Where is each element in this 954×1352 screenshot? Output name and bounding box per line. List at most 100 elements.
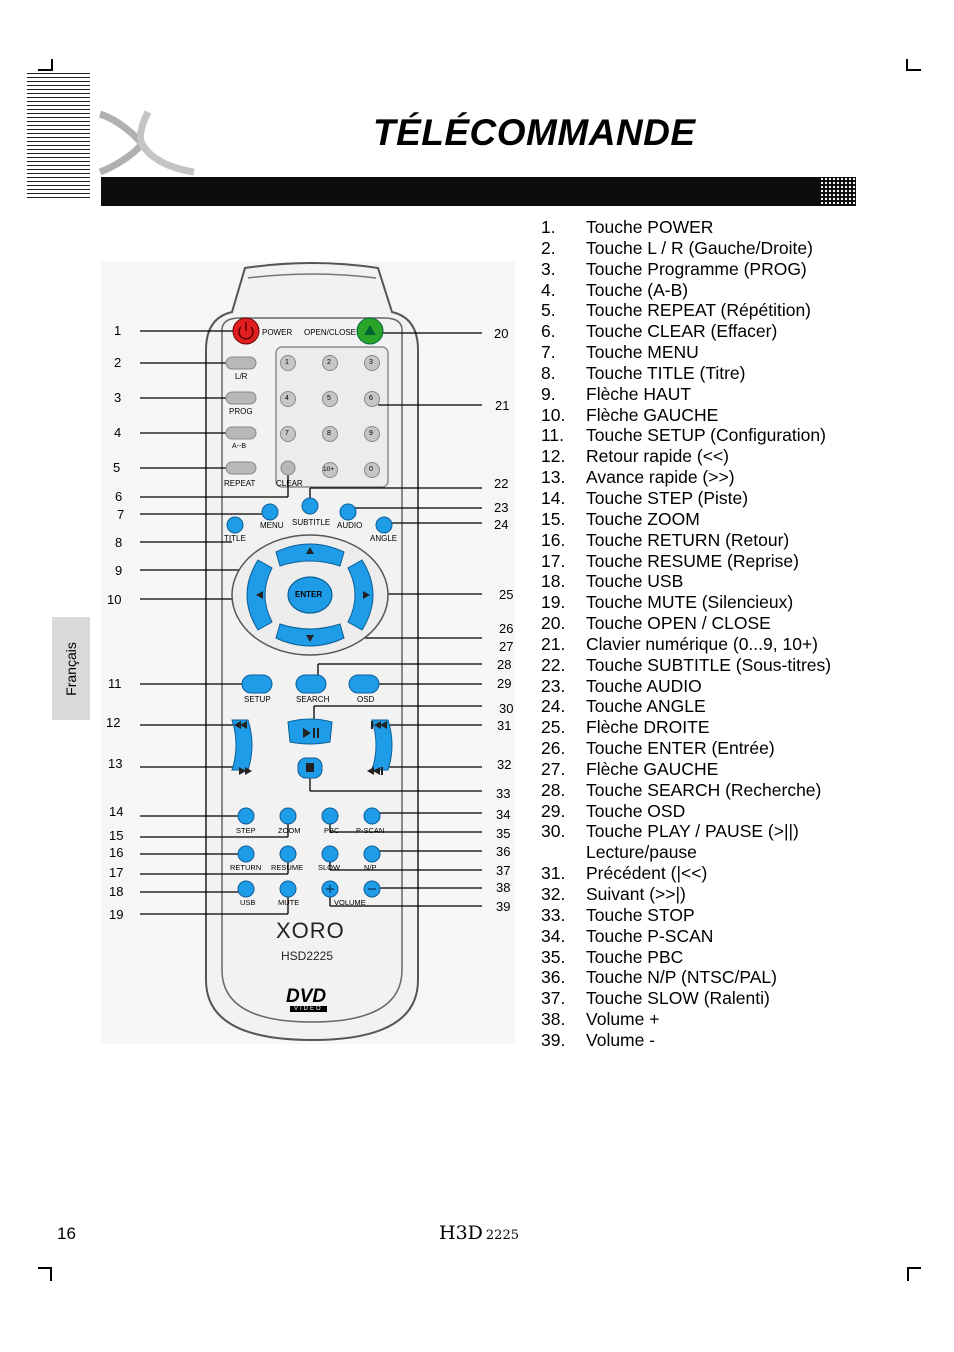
legend-item-number: 39.	[541, 1029, 566, 1050]
legend-item-label: Touche PLAY / PAUSE (>||)	[586, 821, 799, 842]
callout-1: 1	[114, 323, 122, 338]
legend-item: 11.Touche SETUP (Configuration)	[541, 425, 831, 446]
callout-22: 22	[494, 476, 509, 491]
callout-21: 21	[495, 398, 510, 413]
remote-label-setup: SETUP	[244, 695, 271, 704]
legend-item-label: Flèche DROITE	[586, 717, 710, 738]
callout-35: 35	[496, 826, 511, 841]
remote-label-clear: CLEAR	[276, 479, 303, 488]
remote-label-mute: MUTE	[278, 898, 300, 907]
remote-label-step: STEP	[236, 826, 256, 835]
legend-item-number: 32.	[541, 884, 566, 904]
callout-5: 5	[113, 460, 121, 475]
callout-23: 23	[494, 500, 509, 515]
legend-item: 22. Touche SUBTITLE (Sous-titres)	[541, 655, 831, 676]
callout-29: 29	[497, 676, 512, 691]
legend-item-number: 15.	[541, 508, 566, 529]
callout-16: 16	[109, 845, 124, 860]
legend-item-label: Flèche GAUCHE	[586, 758, 719, 779]
title-bar-dots	[820, 177, 856, 206]
remote-label-osd: OSD	[357, 695, 375, 704]
legend-item: 23.Touche AUDIO	[541, 676, 831, 697]
footer-model-number: 2225	[485, 1228, 519, 1243]
legend-item: 16. Touche RETURN (Retour)	[541, 530, 831, 551]
dvd-video-sub: VIDEO	[290, 1006, 327, 1012]
callout-19: 19	[109, 907, 124, 922]
callout-18: 18	[109, 884, 124, 899]
legend-item-label: Retour rapide (<<)	[586, 446, 729, 467]
legend-item: 39. Volume -	[541, 1030, 831, 1051]
legend-item-number: 22.	[541, 654, 566, 675]
legend-item: 32.Suivant (>>|)	[541, 884, 831, 905]
legend-item: 4.Touche (A-B)	[541, 280, 831, 301]
legend-item-label: Clavier numérique (0...9, 10+)	[586, 633, 818, 654]
digit-8: 8	[327, 430, 331, 437]
legend-item-number: 35.	[541, 946, 566, 967]
legend-item-label: Touche STEP (Piste)	[586, 487, 749, 508]
legend-item-number: 12.	[541, 446, 566, 467]
remote-label-pbc: PBC	[324, 826, 340, 835]
remote-label-usb: USB	[240, 898, 256, 907]
legend-item-number: 16.	[541, 529, 566, 550]
legend-item-label: Flèche GAUCHE	[586, 404, 719, 425]
legend-item-label: Touche RESUME (Reprise)	[586, 550, 799, 571]
legend-item-number: 4.	[541, 279, 556, 300]
header-stripes	[27, 73, 90, 201]
callout-26: 26	[499, 621, 514, 636]
remote-label-ab: A--B	[232, 443, 246, 450]
legend-item: 38. Volume +	[541, 1009, 831, 1030]
callout-20: 20	[494, 326, 509, 341]
legend-item: 35.Touche PBC	[541, 947, 831, 968]
legend-item-number: 24.	[541, 696, 566, 717]
remote-label-title: TITLE	[224, 534, 246, 543]
legend-item: 17. Touche RESUME (Reprise)	[541, 551, 831, 572]
legend-item-number: 30.	[541, 821, 566, 842]
remote-label-angle: ANGLE	[370, 534, 398, 543]
remote-label-slow: SLOW	[318, 863, 341, 872]
callout-2: 2	[114, 355, 122, 370]
digit-6: 6	[369, 395, 373, 402]
legend-item-number: 33.	[541, 904, 566, 925]
legend-item-label: Volume +	[586, 1009, 660, 1030]
legend-item-label: Touche MENU	[586, 342, 699, 363]
legend-item-label: Lecture/pause	[586, 842, 697, 863]
legend-item: 21. Clavier numérique (0...9, 10+)	[541, 634, 831, 655]
callout-33: 33	[496, 786, 511, 801]
remote-label-search: SEARCH	[296, 695, 330, 704]
callout-13: 13	[108, 756, 123, 771]
legend-item: 10.Flèche GAUCHE	[541, 405, 831, 426]
legend-item-number: 23.	[541, 675, 566, 696]
digit-3: 3	[369, 359, 373, 366]
legend-item: 19.Touche MUTE (Silencieux)	[541, 592, 831, 613]
dvd-logo: DVD	[286, 986, 327, 1007]
remote-label-open-close: OPEN/CLOSE	[304, 328, 357, 337]
legend-item-number: 7.	[541, 342, 556, 363]
legend-item-number: 17.	[541, 550, 566, 571]
legend-item-number: 38.	[541, 1009, 566, 1030]
legend-item-number: 20.	[541, 613, 566, 634]
remote-label-power: POWER	[262, 328, 293, 337]
legend-item-number: 37.	[541, 988, 566, 1009]
callout-10: 10	[107, 592, 122, 607]
legend-item-number: 26.	[541, 738, 566, 759]
digit-7: 7	[285, 430, 289, 437]
legend-item-number: 34.	[541, 925, 566, 946]
legend-item-number: 11.	[541, 425, 565, 446]
callout-15: 15	[109, 828, 124, 843]
digit-5: 5	[327, 395, 331, 402]
remote-label-lr: L/R	[235, 372, 248, 381]
legend-item-number: 21.	[541, 633, 566, 654]
legend-item-label: Touche RETURN (Retour)	[586, 529, 790, 550]
legend-item-number: 1.	[541, 217, 556, 237]
legend-item: 13.Avance rapide (>>)	[541, 467, 831, 488]
legend-item-label: Volume -	[586, 1029, 656, 1050]
legend-item: 2.Touche L / R (Gauche/Droite)	[541, 238, 831, 259]
legend-item: 33.Touche STOP	[541, 905, 831, 926]
legend-item-label: Flèche HAUT	[586, 383, 692, 404]
legend-item: Lecture/pause	[541, 842, 831, 863]
callout-6: 6	[115, 489, 123, 504]
legend-item-label: Touche SUBTITLE (Sous-titres)	[586, 654, 832, 675]
digit-9: 9	[369, 430, 373, 437]
